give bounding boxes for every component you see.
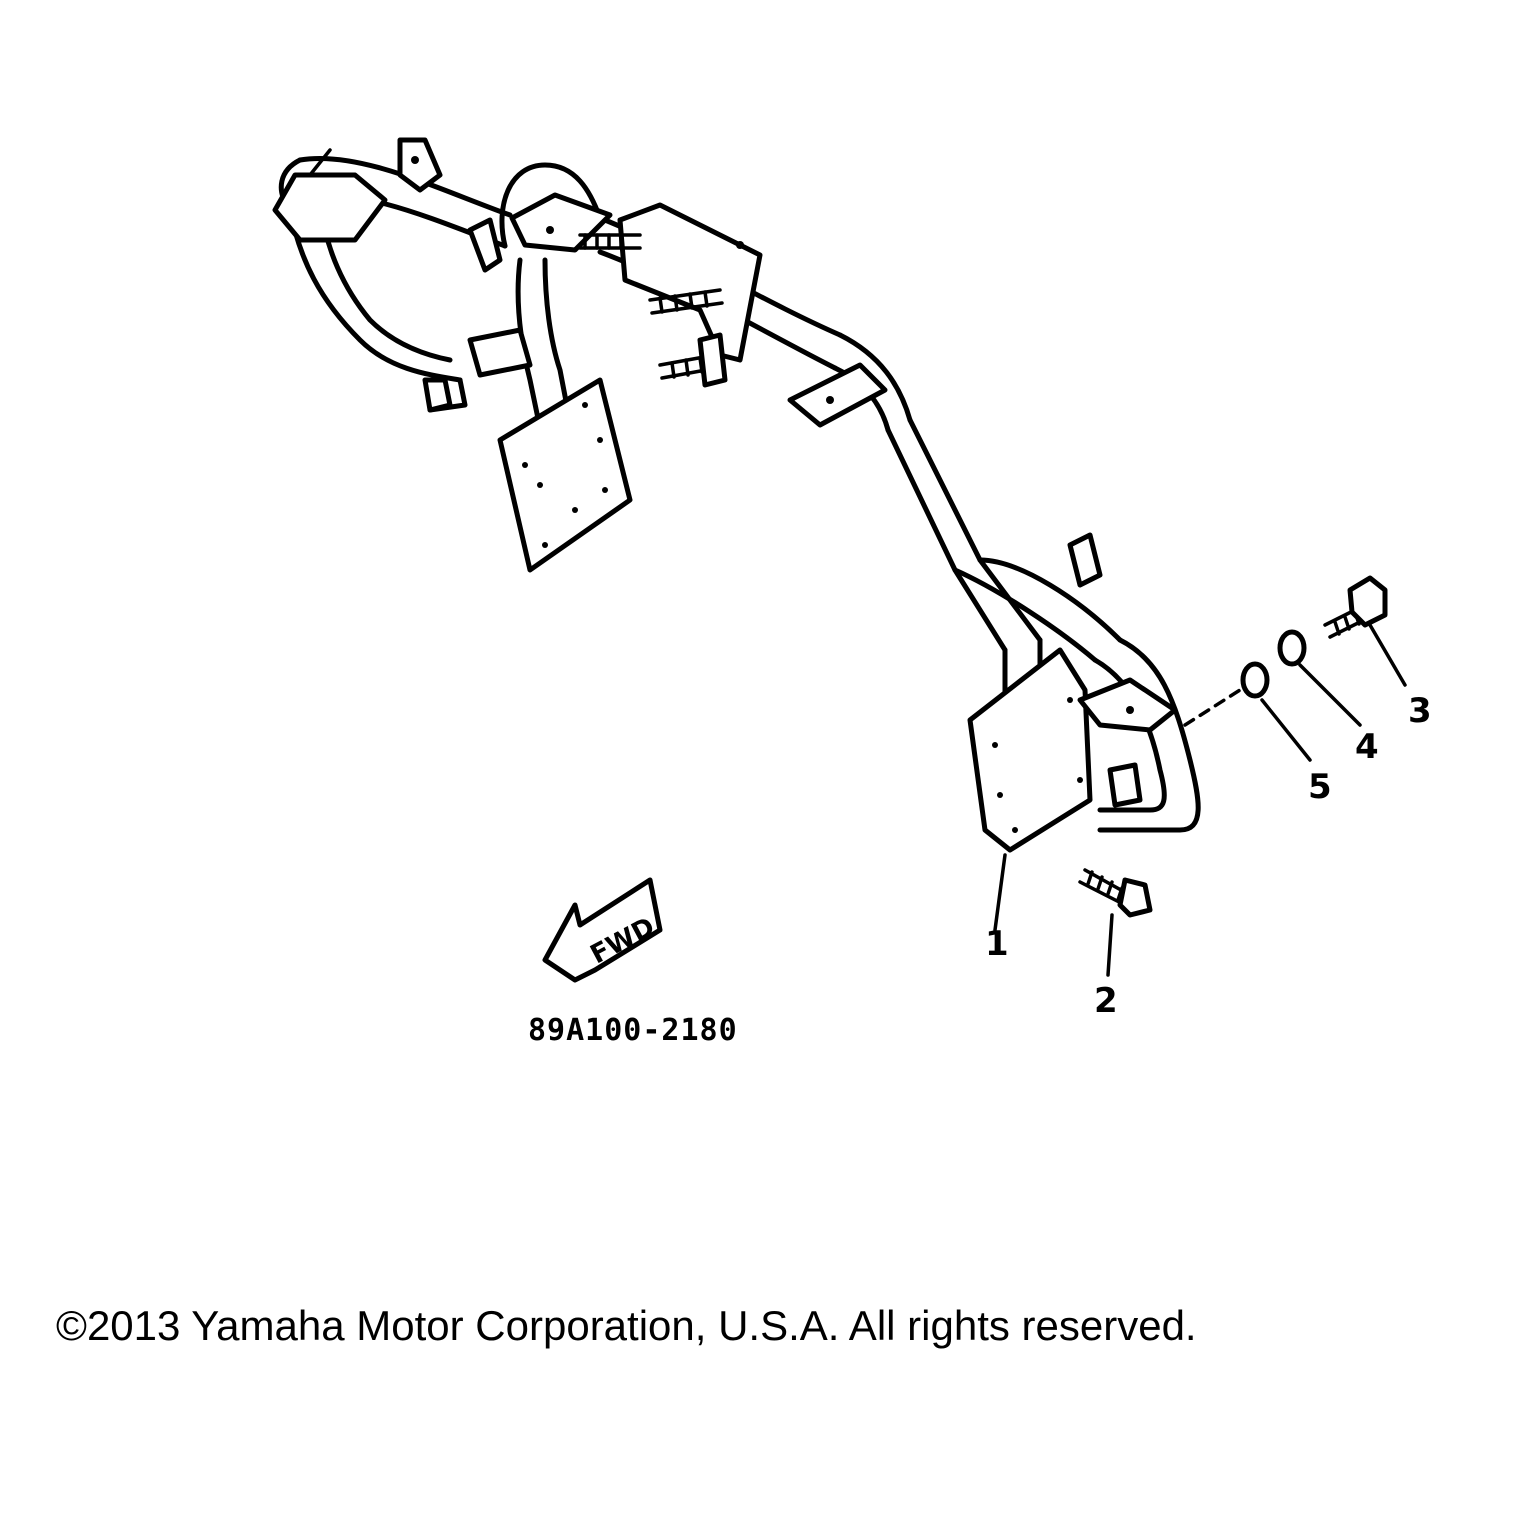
bolt-2 [1078, 868, 1153, 918]
leader-lines [993, 623, 1407, 977]
callout-2: 2 [1094, 981, 1118, 1021]
copyright-notice: ©2013 Yamaha Motor Corporation, U.S.A. A… [56, 1302, 1197, 1349]
washer-4 [1277, 629, 1307, 667]
assembly-axis-line [1183, 688, 1242, 727]
drawing-code: 89A100-2180 [528, 1013, 738, 1048]
washer-5 [1240, 661, 1270, 699]
callout-1: 1 [985, 924, 1009, 964]
bolt-3 [1323, 575, 1388, 639]
callout-3: 3 [1408, 691, 1432, 731]
mounting-brackets [272, 137, 1178, 853]
callout-4: 4 [1355, 727, 1379, 767]
callout-5: 5 [1308, 767, 1332, 807]
forward-arrow-icon: FWD [542, 877, 663, 983]
